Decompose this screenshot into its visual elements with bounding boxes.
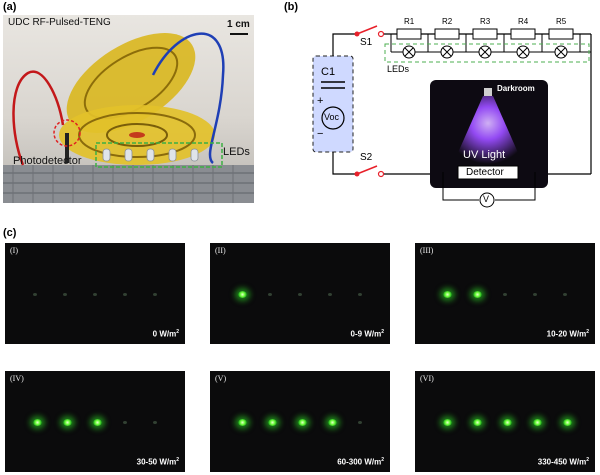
photo-leds-label: LEDs — [223, 146, 250, 158]
led-glow-lit — [238, 291, 247, 298]
resistor-label-2: R2 — [442, 17, 453, 26]
led-glow-lit — [238, 419, 247, 426]
led-tile: (VI) 330-450 W/m2 — [415, 371, 595, 472]
led-tile: (V) 60-300 W/m2 — [210, 371, 390, 472]
irradiance-label: 0 W/m2 — [152, 329, 179, 339]
led-glow-lit — [473, 419, 482, 426]
led-unlit — [563, 293, 567, 296]
led-unlit — [153, 293, 157, 296]
led-unlit — [328, 293, 332, 296]
led-glow-lit — [33, 419, 42, 426]
uv-light-label: UV Light — [463, 149, 506, 161]
led-unlit — [298, 293, 302, 296]
irradiance-label: 60-300 W/m2 — [337, 457, 384, 467]
capacitor-label: C1 — [321, 66, 336, 78]
minus-sign: − — [317, 128, 324, 140]
tile-roman-label: (V) — [215, 374, 227, 383]
led-tile: (I) 0 W/m2 — [5, 243, 185, 344]
voc-label: Voc — [324, 112, 340, 122]
led-glow-lit — [533, 419, 542, 426]
scale-bar-label: 1 cm — [227, 19, 250, 30]
led-unlit — [93, 293, 97, 296]
panel-label-b: (b) — [284, 1, 299, 13]
circuit-diagram: S1 S2 C1 + − Voc R1 R2 R3 R4 R5 LEDs Dar… — [293, 14, 598, 214]
voltmeter-label: V — [483, 194, 490, 204]
darkroom-label: Darkroom — [497, 84, 535, 93]
led-unlit — [268, 293, 272, 296]
led-unlit — [63, 293, 67, 296]
led-unlit — [123, 421, 127, 424]
led-unlit — [533, 293, 537, 296]
led-tile: (II) 0-9 W/m2 — [210, 243, 390, 344]
circuit-schematic — [312, 25, 592, 208]
teng-photograph: UDC RF-Pulsed-TENG 1 cm Photodetector LE… — [3, 15, 254, 203]
switch-s1-label: S1 — [360, 37, 373, 48]
led-unlit — [33, 293, 37, 296]
resistor-label-1: R1 — [404, 17, 415, 26]
led-glow-lit — [268, 419, 277, 426]
led-tile: (III) 10-20 W/m2 — [415, 243, 595, 344]
detector-label: Detector — [466, 167, 504, 178]
led-glow-lit — [298, 419, 307, 426]
led-unlit — [153, 421, 157, 424]
led-glow-lit — [443, 291, 452, 298]
switch-s2-label: S2 — [360, 152, 373, 163]
tile-roman-label: (IV) — [10, 374, 24, 383]
panel-label-a: (a) — [3, 1, 17, 13]
photo-title: UDC RF-Pulsed-TENG — [8, 17, 111, 28]
led-glow-lit — [473, 291, 482, 298]
led-unlit — [358, 421, 362, 424]
irradiance-label: 10-20 W/m2 — [546, 329, 589, 339]
led-glow-lit — [443, 419, 452, 426]
resistor-label-3: R3 — [480, 17, 491, 26]
tile-roman-label: (III) — [420, 246, 434, 255]
photodetector-label: Photodetector — [13, 155, 82, 167]
led-tile: (IV) 30-50 W/m2 — [5, 371, 185, 472]
led-glow-lit — [563, 419, 572, 426]
circuit-leds-label: LEDs — [387, 64, 410, 74]
led-unlit — [503, 293, 507, 296]
tile-roman-label: (I) — [10, 246, 18, 255]
irradiance-label: 330-450 W/m2 — [537, 457, 589, 467]
led-glow-lit — [63, 419, 72, 426]
panel-label-c: (c) — [3, 227, 17, 239]
tile-roman-label: (II) — [215, 246, 226, 255]
teng-photo-illustration — [3, 32, 254, 203]
resistor-label-4: R4 — [518, 17, 529, 26]
led-glow-lit — [93, 419, 102, 426]
led-glow-lit — [503, 419, 512, 426]
irradiance-label: 0-9 W/m2 — [350, 329, 384, 339]
led-unlit — [123, 293, 127, 296]
plus-sign: + — [317, 95, 324, 107]
tile-roman-label: (VI) — [420, 374, 434, 383]
led-unlit — [358, 293, 362, 296]
resistor-label-5: R5 — [556, 17, 567, 26]
led-glow-lit — [328, 419, 337, 426]
irradiance-label: 30-50 W/m2 — [136, 457, 179, 467]
